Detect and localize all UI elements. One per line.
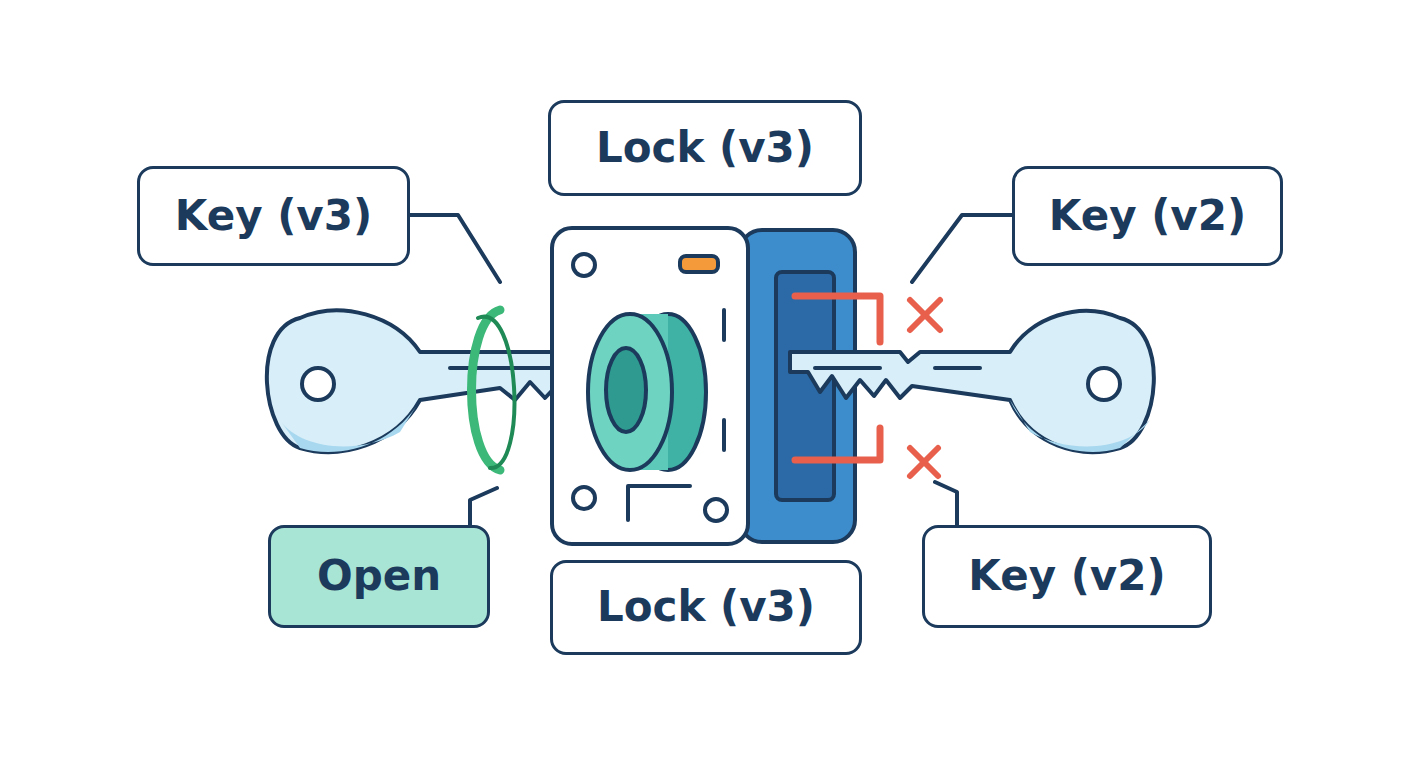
callout-box: Lock (v3) — [550, 560, 862, 655]
callout-text: Open — [317, 553, 441, 599]
callout-text: Key (v2) — [1049, 193, 1246, 239]
callout-text: Key (v2) — [968, 553, 1165, 599]
callout-box: Key (v3) — [137, 166, 410, 266]
callout-text: Lock (v3) — [597, 584, 815, 630]
callout-text: Lock (v3) — [596, 125, 814, 171]
status-callout: Open — [268, 525, 490, 628]
callout-box: Key (v2) — [1012, 166, 1283, 266]
callout-box: Key (v2) — [922, 525, 1212, 628]
callout-box: Lock (v3) — [548, 100, 862, 196]
callout-text: Key (v3) — [175, 193, 372, 239]
